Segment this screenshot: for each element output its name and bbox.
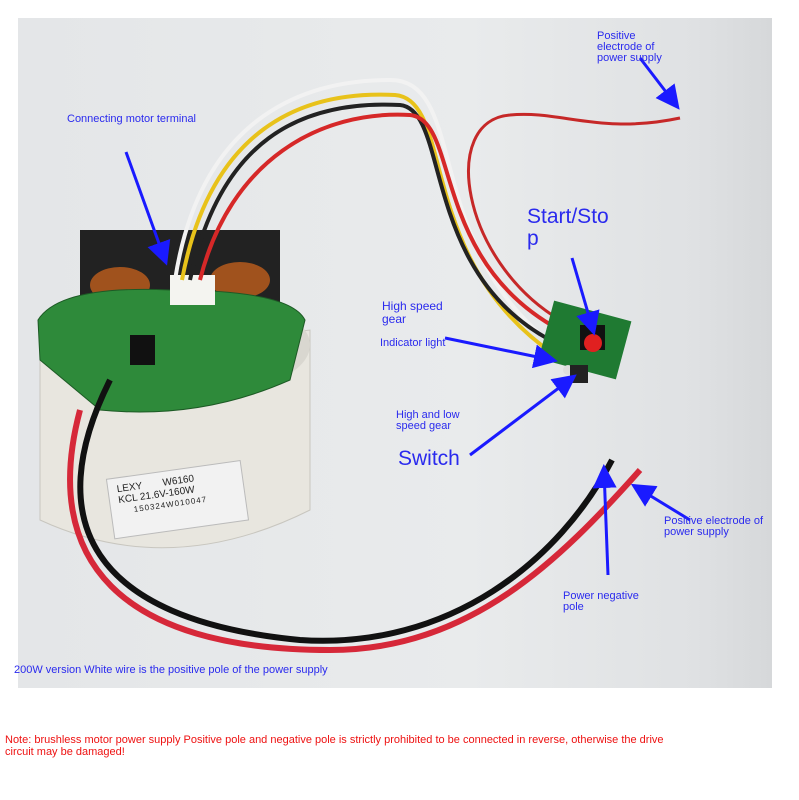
motor-body [37, 230, 311, 549]
label-positive-top: Positive electrode of power supply [597, 30, 662, 64]
label-positive-right: Positive electrode of power supply [664, 515, 764, 538]
label-high-low-gear: High and low speed gear [396, 409, 460, 432]
wires [67, 77, 681, 654]
control-board [538, 300, 632, 383]
label-indicator-light: Indicator light [380, 337, 446, 349]
label-negative-pole: Power negative pole [563, 590, 639, 613]
gear-switch [570, 365, 588, 383]
label-start-stop: Start/Sto p [527, 205, 609, 250]
annotation-arrows [124, 57, 691, 576]
label-high-speed-gear: High speed gear [382, 299, 443, 326]
label-version-note: 200W version White wire is the positive … [14, 664, 328, 676]
label-motor-terminal: Connecting motor terminal [67, 113, 197, 125]
label-switch: Switch [398, 447, 460, 470]
start-stop-button [584, 334, 602, 352]
warning-note: Note: brushless motor power supply Posit… [5, 734, 664, 758]
